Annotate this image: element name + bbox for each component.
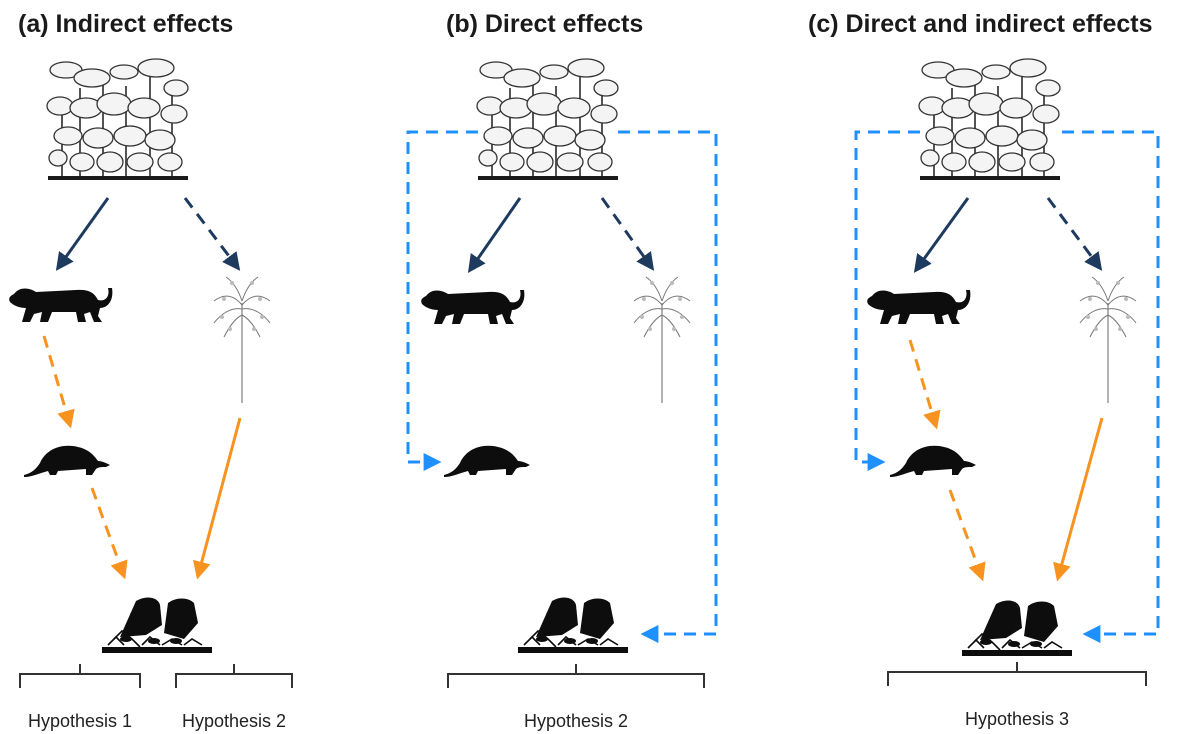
arrow-jaguar-armadillo xyxy=(908,339,941,430)
arrow-forest-palm xyxy=(183,197,241,271)
bracket-hypothesis-3 xyxy=(887,662,1147,686)
arrow-forest-ants-direct xyxy=(618,130,718,643)
panel-a-title: (a) Indirect effects xyxy=(18,10,233,38)
panel-b-title: (b) Direct effects xyxy=(446,10,643,38)
arrow-forest-jaguar xyxy=(913,197,970,273)
panel-c: (c) Direct and indirect effects Hypothes… xyxy=(808,10,1160,729)
leaf-cutter-ant-icon xyxy=(961,599,1073,657)
forest-icon xyxy=(46,58,189,181)
armadillo-icon xyxy=(444,445,530,477)
panel-a: (a) Indirect effects Hypothesis 1 Hypoth… xyxy=(9,10,293,731)
leaf-cutter-ant-icon xyxy=(101,596,213,654)
jaguar-icon xyxy=(867,290,971,324)
arrow-jaguar-armadillo xyxy=(42,335,75,429)
arrow-forest-jaguar xyxy=(467,197,522,273)
armadillo-icon xyxy=(24,445,110,477)
hypothesis-label: Hypothesis 1 xyxy=(28,711,132,731)
hypothesis-label: Hypothesis 2 xyxy=(524,711,628,731)
jaguar-icon xyxy=(421,290,525,324)
palm-icon xyxy=(633,276,691,404)
bracket-hypothesis-2 xyxy=(447,664,705,688)
arrow-forest-palm xyxy=(600,197,655,271)
arrow-forest-armadillo-direct xyxy=(854,130,920,471)
armadillo-icon xyxy=(890,445,976,477)
forest-icon xyxy=(476,58,619,181)
forest-icon xyxy=(918,58,1061,181)
panel-c-title: (c) Direct and indirect effects xyxy=(808,10,1153,38)
arrow-palm-ants xyxy=(1053,417,1104,582)
arrow-forest-palm xyxy=(1046,197,1103,271)
hypothesis-label: Hypothesis 3 xyxy=(965,709,1069,729)
arrow-forest-ants-direct xyxy=(1062,130,1160,643)
arrow-armadillo-ants xyxy=(90,487,128,580)
bracket-hypothesis-1 xyxy=(19,664,141,688)
jaguar-icon xyxy=(9,288,113,322)
leaf-cutter-ant-icon xyxy=(517,596,629,654)
bracket-hypothesis-2 xyxy=(175,664,293,688)
arrow-forest-jaguar xyxy=(55,197,110,271)
arrow-armadillo-ants xyxy=(948,489,986,582)
hypothesis-label: Hypothesis 2 xyxy=(182,711,286,731)
palm-icon xyxy=(1079,276,1137,404)
panel-b: (b) Direct effects Hypothesis 2 xyxy=(406,10,718,731)
palm-icon xyxy=(213,276,271,404)
arrow-palm-ants xyxy=(193,417,242,580)
